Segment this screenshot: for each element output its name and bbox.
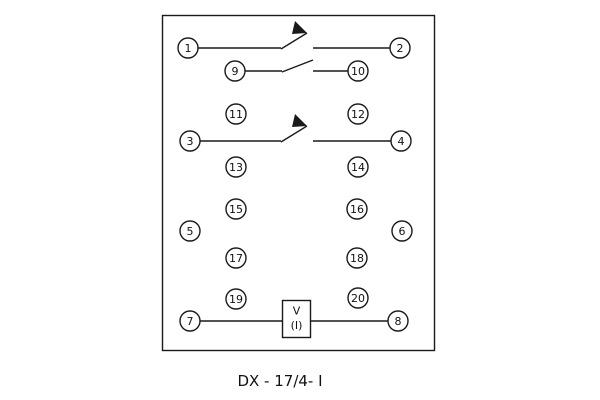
contact-blade-9-10 [281,59,314,73]
terminal-18: 18 [346,247,368,269]
flag-icon-1-2 [292,21,307,34]
terminal-8: 8 [387,310,409,332]
terminal-number: 14 [351,161,365,174]
terminal-number: 6 [399,225,406,238]
terminal-number: 1 [185,42,192,55]
terminal-17: 17 [225,247,247,269]
coil-box [281,299,312,339]
terminal-9: 9 [224,60,246,82]
terminal-number: 3 [187,135,194,148]
terminal-14: 14 [347,156,369,178]
terminal-number: 4 [398,135,405,148]
terminal-5: 5 [179,220,201,242]
coil-circuit-7-8: V (I) [200,299,388,339]
terminal-16: 16 [346,198,368,220]
enclosure-outline [161,14,436,352]
terminal-number: 20 [351,292,365,305]
terminal-number: 17 [229,252,243,265]
terminal-6: 6 [391,220,413,242]
contact-3-4 [200,114,391,143]
contact-1-2 [198,21,390,50]
coil-label-line2: (I) [291,319,303,332]
model-caption: DX - 17/4- I [237,372,322,390]
terminal-number: 13 [229,161,243,174]
terminal-number: 7 [187,315,194,328]
terminal-number: 2 [397,42,404,55]
terminal-number: 5 [187,225,194,238]
contact-blade-3-4 [280,125,308,143]
terminal-20: 20 [347,287,369,309]
terminal-number: 15 [229,203,243,216]
terminal-12: 12 [347,103,369,125]
contact-9-10 [245,59,348,73]
terminal-15: 15 [225,198,247,220]
terminal-number: 9 [232,65,239,78]
terminal-number: 10 [351,65,365,78]
terminal-number: 16 [350,203,364,216]
terminal-number: 18 [350,252,364,265]
terminal-11: 11 [225,103,247,125]
terminal-7: 7 [179,310,201,332]
flag-icon-3-4 [292,114,307,127]
terminal-number: 11 [229,108,243,121]
terminal-13: 13 [225,156,247,178]
terminal-number: 19 [229,293,243,306]
terminal-10: 10 [347,60,369,82]
terminal-3: 3 [179,130,201,152]
contact-blade-1-2 [280,32,308,50]
terminal-number: 8 [395,315,402,328]
terminal-4: 4 [390,130,412,152]
terminal-2: 2 [389,37,411,59]
terminal-1: 1 [177,37,199,59]
terminal-19: 19 [225,288,247,310]
coil-label-line1: V [293,305,301,318]
terminal-number: 12 [351,108,365,121]
